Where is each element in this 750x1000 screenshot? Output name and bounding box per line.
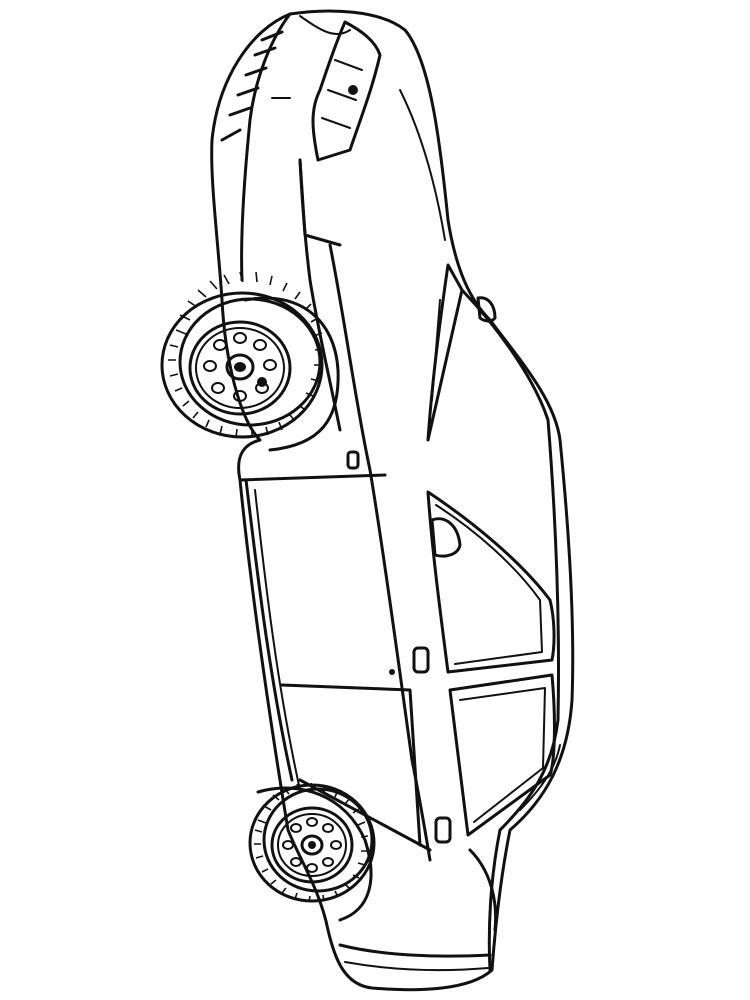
- badge-dot: [348, 85, 358, 95]
- front-rim-holes: [203, 332, 277, 402]
- rear-rim: [270, 806, 354, 884]
- front-door-seam: [238, 473, 387, 482]
- windshield: [426, 263, 464, 442]
- headlight-inner: [321, 59, 363, 129]
- roof-line: [460, 288, 561, 832]
- center-pillar-seam: [280, 683, 422, 847]
- front-rim-inner: [195, 327, 285, 409]
- front-bumper: [240, 12, 292, 282]
- front-rim: [188, 320, 292, 416]
- door-lock: [389, 669, 395, 675]
- door-mirror: [430, 517, 462, 558]
- front-hub-center: [234, 362, 246, 372]
- body-crease: [328, 243, 432, 862]
- rear-window-inner: [459, 687, 546, 823]
- hood-line-2: [298, 158, 342, 247]
- rear-hub-center: [308, 841, 316, 849]
- front-valve: [257, 377, 267, 387]
- front-wheel-arch: [243, 296, 340, 452]
- rear-door-handle: [434, 816, 452, 844]
- rear-bumper-line: [344, 961, 489, 971]
- rear-rim-holes: [282, 817, 342, 873]
- hood-ridge: [399, 89, 446, 241]
- front-hub: [225, 353, 255, 381]
- front-slats: [220, 30, 284, 142]
- rear-rim-inner: [277, 813, 347, 877]
- rear-bumper: [338, 943, 492, 958]
- front-door-handle: [412, 646, 430, 674]
- front-tire-tread: [168, 271, 324, 438]
- rear-tire-tread: [254, 782, 369, 903]
- car-body-outline: [210, 9, 575, 992]
- fender-marker: [346, 450, 360, 470]
- front-window-inner: [435, 504, 543, 665]
- front-door-window: [426, 490, 556, 674]
- hood-line: [298, 158, 342, 432]
- rear-hub: [300, 834, 324, 856]
- front-tire-inner: [178, 297, 322, 427]
- front-wheel: [160, 271, 324, 439]
- tail-light: [468, 848, 498, 932]
- rear-panel: [519, 744, 561, 811]
- headlight-area: [311, 20, 382, 162]
- rear-wheel: [248, 782, 376, 903]
- sill-line: [244, 478, 294, 782]
- rear-door-window: [448, 673, 556, 837]
- rear-tire-inner: [262, 787, 374, 893]
- bumper-edge: [299, 15, 351, 35]
- sill-line-inner: [254, 489, 301, 791]
- windshield-wiper: [431, 299, 441, 401]
- side-mirror: [476, 296, 497, 323]
